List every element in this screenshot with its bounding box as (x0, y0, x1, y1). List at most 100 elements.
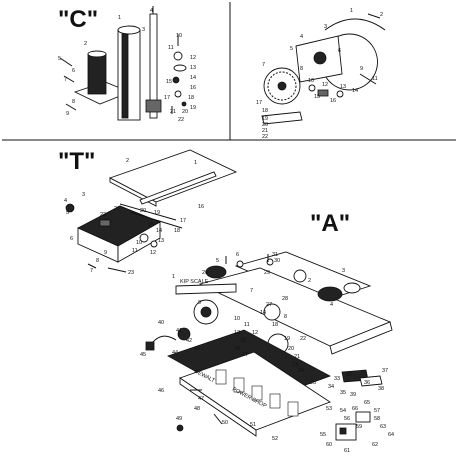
callout-number: 4 (300, 34, 303, 40)
callout-number: 2 (126, 158, 129, 164)
callout-number: 22 (178, 117, 184, 123)
callout-number: 22 (100, 212, 106, 218)
callout-number: 7 (262, 62, 265, 68)
callouts-section-t: 1 2 3 4 5 6 7 8 9 10 11 12 13 14 15 16 1… (64, 158, 204, 276)
callout-number: 23 (128, 270, 134, 276)
callout-number: 35 (340, 390, 346, 396)
kip-scale-label: KIP SCALE (180, 279, 209, 285)
callout-number: 12 (322, 82, 328, 88)
callout-number: 34 (328, 384, 334, 390)
callout-number: 43 (194, 346, 200, 352)
callout-number: 25 (310, 380, 316, 386)
callout-number: 41 (176, 328, 182, 334)
callout-number: 1 (194, 160, 197, 166)
callout-number: 33 (334, 376, 340, 382)
callout-number: 63 (380, 424, 386, 430)
callout-number: 21 (114, 206, 120, 212)
callout-number: 22 (300, 336, 306, 342)
callout-number: 45 (140, 352, 146, 358)
callouts-section-c: 1 2 3 4 5 6 7 8 9 10 11 12 13 14 15 16 1… (58, 8, 196, 123)
callout-number: 24 (298, 368, 304, 374)
callout-number: 4 (330, 302, 333, 308)
callout-number: 16 (330, 98, 336, 104)
callout-number: 13 (190, 65, 196, 71)
callout-number: 30 (274, 258, 280, 264)
callout-number: 54 (340, 408, 346, 414)
callouts-section-b: 1 2 3 4 5 6 7 8 9 10 11 12 13 14 15 16 1… (256, 8, 383, 140)
callout-number: 48 (194, 406, 200, 412)
callout-number: 10 (308, 78, 314, 84)
callout-number: 3 (82, 192, 85, 198)
callout-number: 22 (262, 134, 268, 140)
callout-number: 3 (142, 27, 145, 33)
callout-number: 11 (132, 248, 138, 254)
section-a-label: "A" (310, 210, 351, 237)
callout-number: 57 (374, 408, 380, 414)
section-c-column-assembly (59, 6, 187, 121)
callout-number: 18 (174, 228, 180, 234)
callout-number: 12 (252, 330, 258, 336)
callout-number: 2 (84, 41, 87, 47)
callout-number: 56 (344, 416, 350, 422)
callout-number: 3 (342, 268, 345, 274)
callout-number: 13 (158, 238, 164, 244)
callout-number: 61 (344, 448, 350, 454)
callout-number: 3 (324, 24, 327, 30)
callout-number: 17 (242, 352, 248, 358)
callout-number: 20 (182, 109, 188, 115)
callout-number: 20 (288, 346, 294, 352)
callout-number: 38 (378, 386, 384, 392)
callout-number: 20 (140, 208, 146, 214)
callout-number: 11 (244, 322, 250, 328)
callout-number: 14 (260, 310, 266, 316)
callout-number: 7 (90, 268, 93, 274)
callout-number: 14 (156, 228, 162, 234)
callout-number: 5 (216, 258, 219, 264)
callout-number: 13 (234, 330, 240, 336)
callout-number: 40 (158, 320, 164, 326)
callout-number: 10 (136, 240, 142, 246)
callout-number: 26 (202, 270, 208, 276)
callout-number: 31 (272, 252, 278, 258)
callout-number: 9 (360, 66, 363, 72)
callout-number: 59 (356, 424, 362, 430)
callout-number: 42 (186, 338, 192, 344)
callout-number: 20 (262, 122, 268, 128)
callout-number: 37 (382, 368, 388, 374)
callout-number: 8 (96, 258, 99, 264)
callout-number: 27 (266, 302, 272, 308)
callout-number: 58 (374, 416, 380, 422)
callout-number: 39 (350, 392, 356, 398)
callout-number: 6 (236, 252, 239, 258)
callout-number: 12 (190, 55, 196, 61)
callout-number: 36 (364, 380, 370, 386)
callout-number: 4 (150, 8, 153, 14)
callout-number: 19 (262, 116, 268, 122)
callout-number: 64 (388, 432, 394, 438)
callout-number: 47 (198, 396, 204, 402)
callout-number: 62 (372, 442, 378, 448)
callout-number: 1 (172, 274, 175, 280)
callout-number: 19 (190, 105, 196, 111)
callout-number: 16 (234, 346, 240, 352)
callout-number: 7 (64, 77, 67, 83)
callout-number: 14 (190, 75, 196, 81)
callout-number: 53 (326, 406, 332, 412)
callout-number: 21 (170, 109, 176, 115)
callout-number: 5 (66, 210, 69, 216)
callout-number: 12 (150, 250, 156, 256)
section-t-label: "T" (58, 148, 96, 175)
callout-number: 6 (72, 68, 75, 74)
callout-number: 15 (166, 79, 172, 85)
callout-number: 15 (148, 222, 154, 228)
callout-number: 16 (198, 204, 204, 210)
callout-number: 8 (300, 66, 303, 72)
callout-number: 21 (262, 128, 268, 134)
callout-number: 9 (66, 111, 69, 117)
callout-number: 11 (372, 76, 378, 82)
callout-number: 44 (172, 350, 178, 356)
callout-number: 18 (188, 95, 194, 101)
section-c-label: "C" (58, 6, 99, 33)
